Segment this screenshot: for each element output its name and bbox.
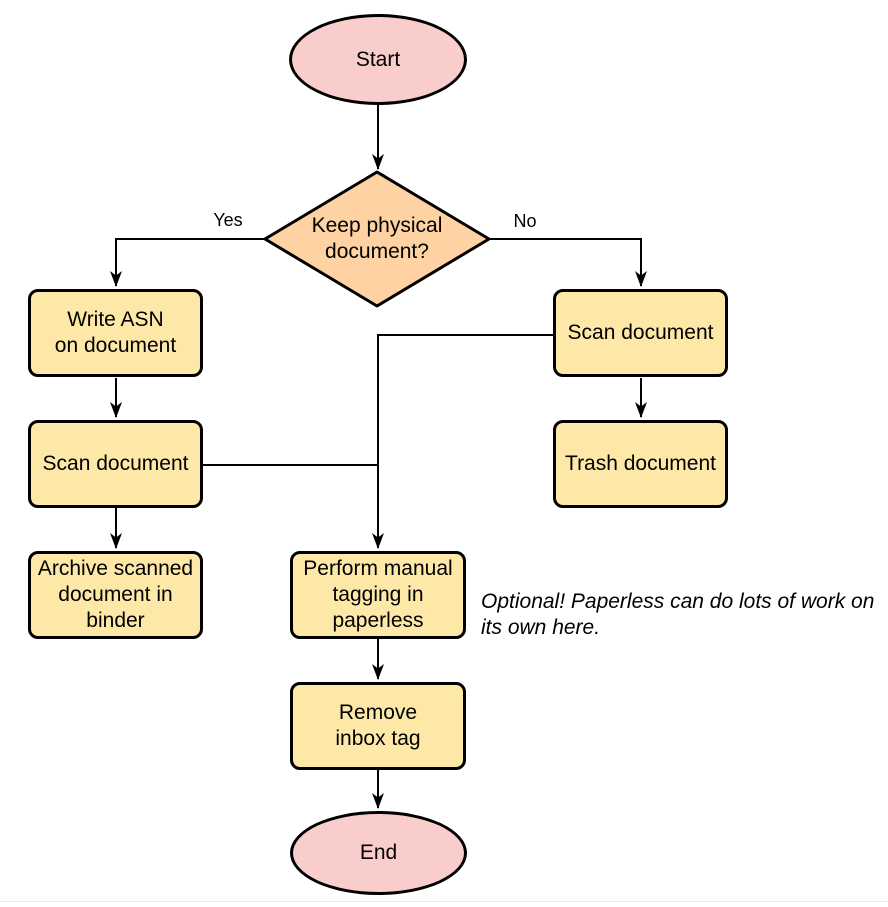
node-scan-document-right: Scan document bbox=[553, 289, 728, 377]
node-end: End bbox=[290, 811, 467, 895]
edge-decision-to-scan-right bbox=[489, 238, 647, 287]
node-decision-keep-physical-label: Keep physical document? bbox=[311, 214, 443, 263]
node-trash-document: Trash document bbox=[553, 420, 728, 508]
decision-diamond-shape bbox=[263, 170, 491, 308]
node-start: Start bbox=[289, 14, 467, 105]
node-write-asn: Write ASN on document bbox=[28, 289, 203, 377]
node-remove-inbox-tag: Remove inbox tag bbox=[290, 682, 466, 770]
edge-scan-right-to-tagging bbox=[372, 334, 553, 549]
page-bottom-divider bbox=[0, 901, 888, 902]
annotation-optional-note: Optional! Paperless can do lots of work … bbox=[481, 590, 875, 639]
edge-decision-to-write-asn bbox=[110, 238, 265, 287]
node-archive-in-binder: Archive scanned document in binder bbox=[28, 551, 203, 639]
edge-label-no: No bbox=[513, 211, 537, 231]
node-perform-manual-tagging: Perform manual tagging in paperless bbox=[290, 551, 466, 639]
node-scan-document-left: Scan document bbox=[28, 420, 203, 508]
edge-label-yes: Yes bbox=[213, 210, 243, 230]
